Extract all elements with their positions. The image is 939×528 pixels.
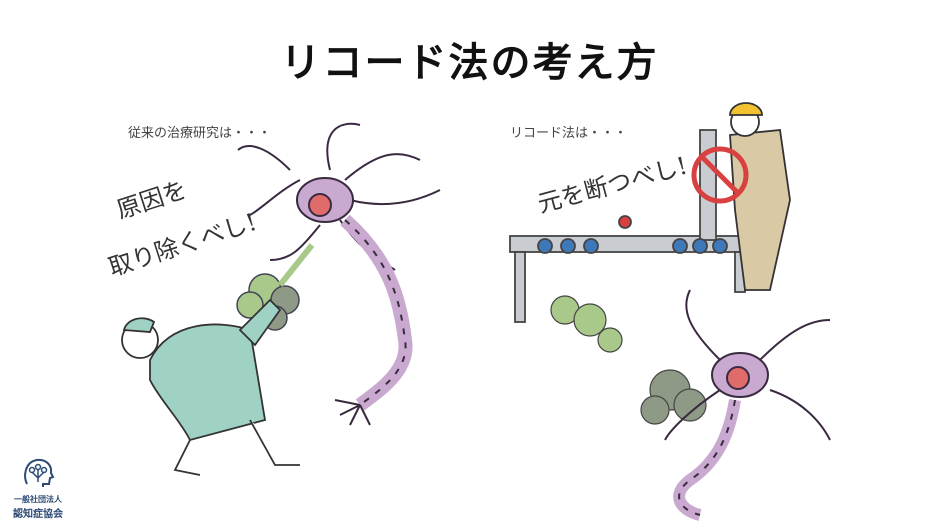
association-logo: 一般社団法人 認知症協会 [8,456,68,520]
logo-line1: 一般社団法人 [14,495,62,504]
slide-title: リコード法の考え方 [280,40,659,86]
right-neuron [664,289,831,521]
worker [691,102,791,291]
brain-circuit-icon [24,458,55,487]
right-caption: リコード法は・・・ [510,126,628,141]
logo-line2: 認知症協会 [13,509,63,520]
toxin-smoke [550,295,707,425]
left-caption: 従来の治療研究は・・・ [128,126,272,141]
left-neuron [237,122,441,426]
surgeon [121,298,300,476]
